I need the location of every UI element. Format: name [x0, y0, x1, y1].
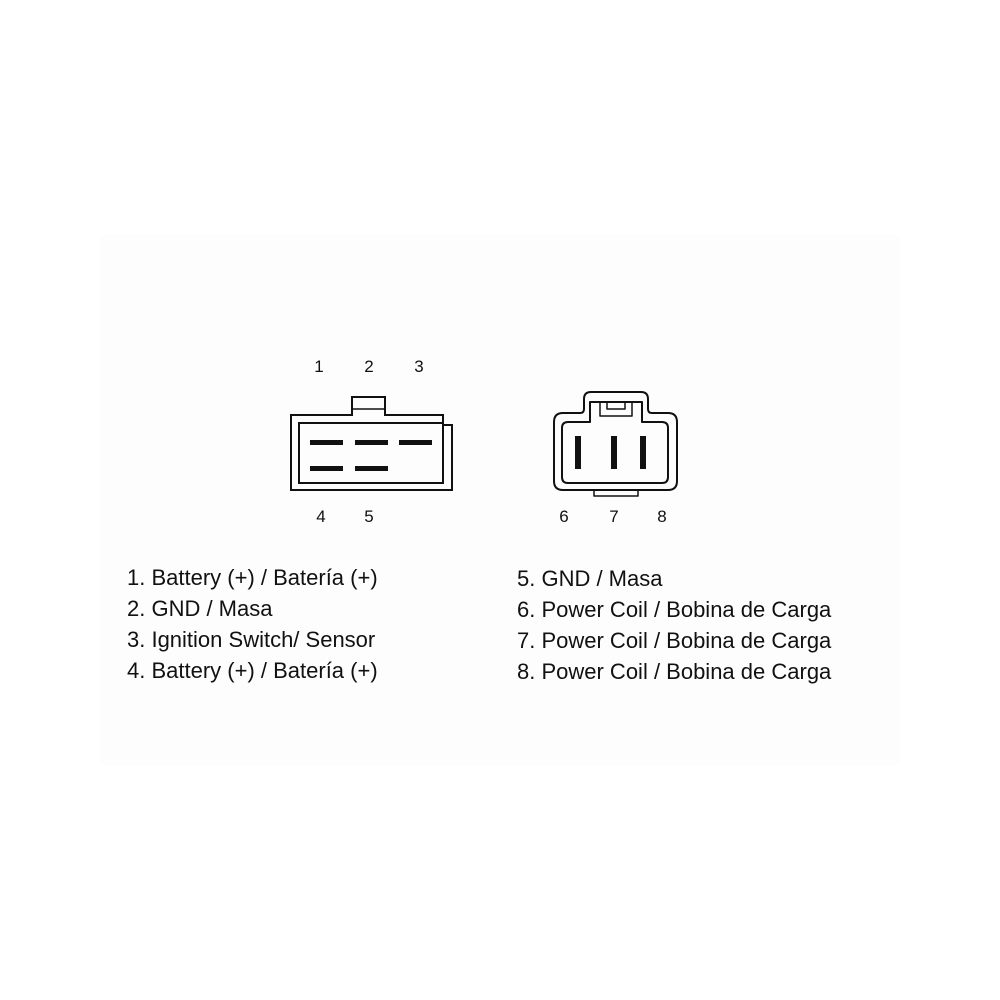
terminal-pin-4: [310, 466, 343, 471]
terminal-pin-8: [640, 436, 646, 469]
terminal-pin-2: [355, 440, 388, 445]
terminal-pin-3: [399, 440, 432, 445]
pin-label-6: 6: [559, 507, 569, 526]
legend-item: 6. Power Coil / Bobina de Carga: [517, 597, 832, 622]
connector-left: [290, 396, 453, 491]
connector-left-terminals: [310, 440, 432, 471]
connector-right-terminals: [575, 436, 646, 469]
terminal-pin-5: [355, 466, 388, 471]
legend-item: 2. GND / Masa: [127, 596, 273, 621]
connector-right: [553, 391, 678, 497]
pin-legend-left: 1. Battery (+) / Batería (+) 2. GND / Ma…: [127, 562, 378, 686]
legend-item: 4. Battery (+) / Batería (+): [127, 658, 378, 683]
terminal-pin-1: [310, 440, 343, 445]
legend-item: 1. Battery (+) / Batería (+): [127, 565, 378, 590]
pin-label-4: 4: [316, 507, 326, 526]
connector-right-inner-frame: [561, 401, 669, 484]
legend-item: 5. GND / Masa: [517, 566, 663, 591]
connector-right-bottom-tab: [593, 489, 639, 497]
pin-label-5: 5: [364, 507, 374, 526]
pin-label-8: 8: [657, 507, 667, 526]
legend-item: 3. Ignition Switch/ Sensor: [127, 627, 376, 652]
pin-label-1: 1: [314, 357, 324, 376]
pin-label-2: 2: [364, 357, 374, 376]
connector-left-inner-frame: [298, 422, 444, 484]
pin-label-7: 7: [609, 507, 619, 526]
legend-item: 7. Power Coil / Bobina de Carga: [517, 628, 832, 653]
connector-right-latch: [599, 402, 633, 417]
pin-label-3: 3: [414, 357, 424, 376]
connector-left-housing: [290, 396, 453, 491]
pin-legend-right: 5. GND / Masa 6. Power Coil / Bobina de …: [517, 563, 831, 687]
terminal-pin-6: [575, 436, 581, 469]
connector-right-housing: [553, 391, 678, 491]
terminal-pin-7: [611, 436, 617, 469]
legend-item: 8. Power Coil / Bobina de Carga: [517, 659, 832, 684]
diagram-panel: [100, 235, 900, 765]
